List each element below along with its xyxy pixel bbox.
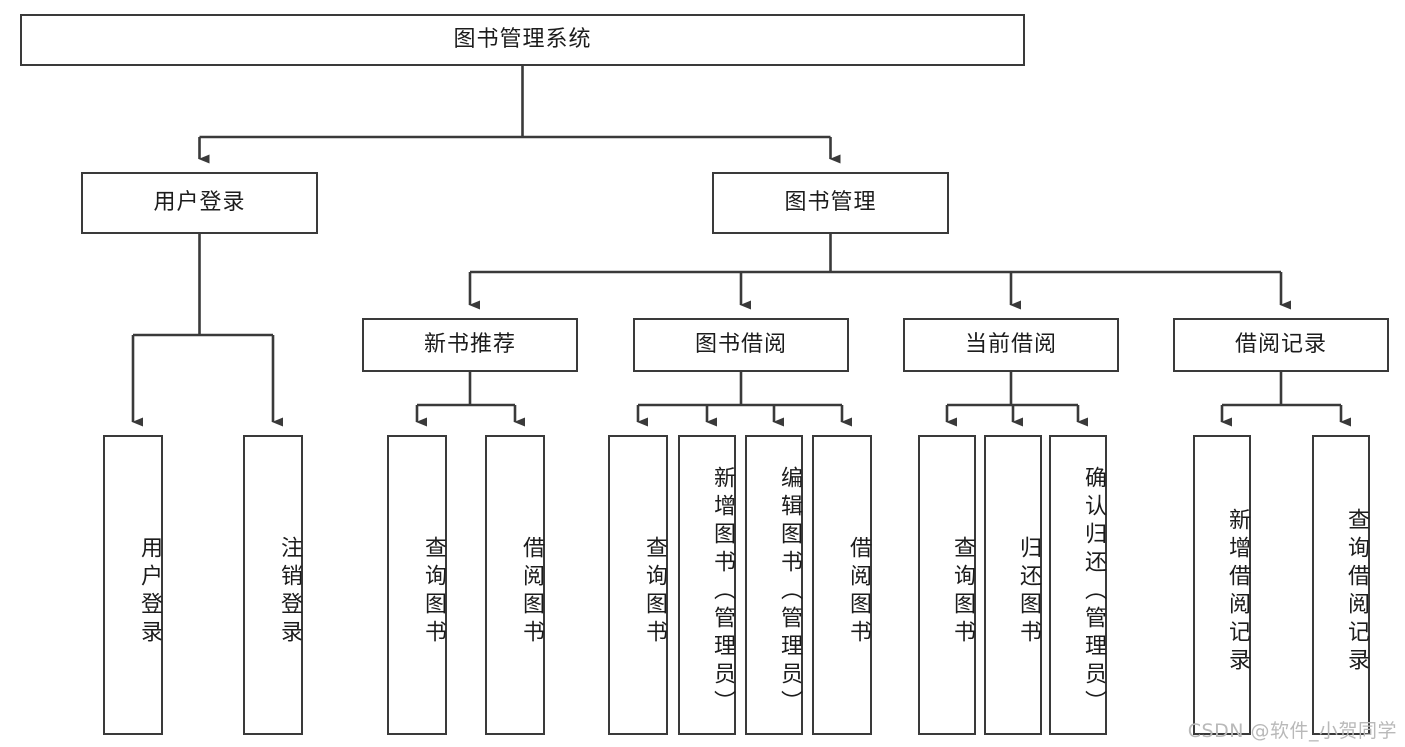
node-current-1[interactable]: 查询图书 [918, 435, 976, 735]
node-login[interactable]: 用户登录 [81, 172, 318, 234]
watermark: CSDN @软件_小贺同学 [1187, 720, 1397, 742]
node-label: 图书管理 [784, 189, 877, 215]
node-records-1[interactable]: 新增借阅记录 [1193, 435, 1251, 735]
node-borrow[interactable]: 图书借阅 [633, 318, 849, 372]
node-label: 借阅记录 [1234, 331, 1327, 357]
node-label: 借阅图书 [846, 536, 871, 648]
node-newrec[interactable]: 新书推荐 [362, 318, 578, 372]
node-label: 查询借阅记录 [1344, 508, 1369, 676]
node-label: 用户登录 [137, 536, 162, 648]
node-current[interactable]: 当前借阅 [903, 318, 1119, 372]
node-label: 新书推荐 [423, 331, 516, 357]
node-label: 当前借阅 [964, 331, 1057, 357]
node-borrow-3[interactable]: 编辑图书（管理员） [745, 435, 803, 735]
node-login-2[interactable]: 注销登录 [243, 435, 303, 735]
node-label: 图书借阅 [694, 331, 787, 357]
node-label: 新增图书（管理员） [710, 466, 735, 718]
node-newrec-2[interactable]: 借阅图书 [485, 435, 545, 735]
node-login-1[interactable]: 用户登录 [103, 435, 163, 735]
node-label: 编辑图书（管理员） [777, 466, 802, 718]
node-label: 图书管理系统 [453, 26, 592, 52]
node-records-2[interactable]: 查询借阅记录 [1312, 435, 1370, 735]
node-label: 新增借阅记录 [1225, 508, 1250, 676]
node-label: 注销登录 [277, 536, 302, 648]
node-bookmgmt[interactable]: 图书管理 [712, 172, 949, 234]
node-borrow-1[interactable]: 查询图书 [608, 435, 668, 735]
node-newrec-1[interactable]: 查询图书 [387, 435, 447, 735]
node-label: 用户登录 [153, 189, 246, 215]
node-label: 归还图书 [1016, 536, 1041, 648]
node-label: 确认归还（管理员） [1081, 466, 1106, 718]
node-root[interactable]: 图书管理系统 [20, 14, 1025, 66]
node-current-2[interactable]: 归还图书 [984, 435, 1042, 735]
node-borrow-4[interactable]: 借阅图书 [812, 435, 872, 735]
node-label: 查询图书 [950, 536, 975, 648]
node-records[interactable]: 借阅记录 [1173, 318, 1389, 372]
node-label: 查询图书 [642, 536, 667, 648]
node-current-3[interactable]: 确认归还（管理员） [1049, 435, 1107, 735]
node-label: 借阅图书 [519, 536, 544, 648]
node-borrow-2[interactable]: 新增图书（管理员） [678, 435, 736, 735]
node-label: 查询图书 [421, 536, 446, 648]
